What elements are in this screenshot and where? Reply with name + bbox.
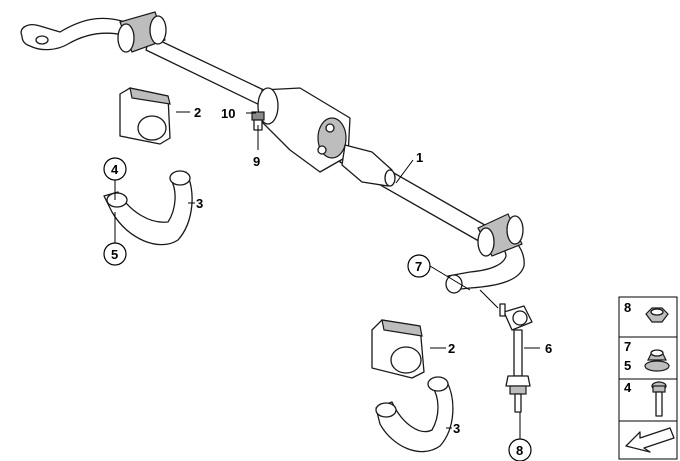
rubber-mount-upper bbox=[119, 87, 171, 145]
leader-lines bbox=[114, 111, 540, 440]
callout-7: 7 bbox=[415, 259, 422, 274]
fastener-legend: 8 7 5 4 bbox=[618, 296, 678, 460]
callouts: 1 2 10 9 3 4 5 7 2 6 3 8 bbox=[103, 105, 552, 461]
coupling-rod bbox=[499, 303, 533, 413]
legend-label-7: 7 bbox=[624, 339, 631, 354]
legend-label-8: 8 bbox=[624, 300, 631, 315]
orientation-arrow-icon bbox=[625, 427, 675, 453]
callout-6: 6 bbox=[545, 341, 552, 356]
clamp-upper bbox=[103, 170, 193, 246]
callout-7-circle bbox=[407, 254, 431, 278]
bolt-icon bbox=[651, 381, 667, 417]
nut-icon bbox=[645, 307, 669, 323]
callout-4: 4 bbox=[111, 162, 119, 177]
callout-5-circle bbox=[103, 242, 127, 266]
callout-10: 10 bbox=[221, 106, 235, 121]
callout-9: 9 bbox=[253, 154, 260, 169]
legend-label-4: 4 bbox=[624, 380, 632, 395]
callout-3-lower: 3 bbox=[453, 421, 460, 436]
rubber-mount-lower bbox=[371, 319, 425, 379]
callout-3-upper: 3 bbox=[196, 196, 203, 211]
callout-4-circle bbox=[103, 157, 127, 181]
legend-label-5: 5 bbox=[624, 358, 631, 373]
clamp-lower bbox=[375, 376, 454, 453]
callout-1: 1 bbox=[416, 150, 423, 165]
callout-8-circle bbox=[508, 438, 532, 461]
stabilizer-bar bbox=[20, 11, 525, 294]
callout-5: 5 bbox=[111, 247, 118, 262]
flange-nut-icon bbox=[644, 349, 670, 372]
callout-2-lower: 2 bbox=[448, 341, 455, 356]
callout-8: 8 bbox=[516, 443, 523, 458]
callout-2-upper: 2 bbox=[194, 105, 201, 120]
